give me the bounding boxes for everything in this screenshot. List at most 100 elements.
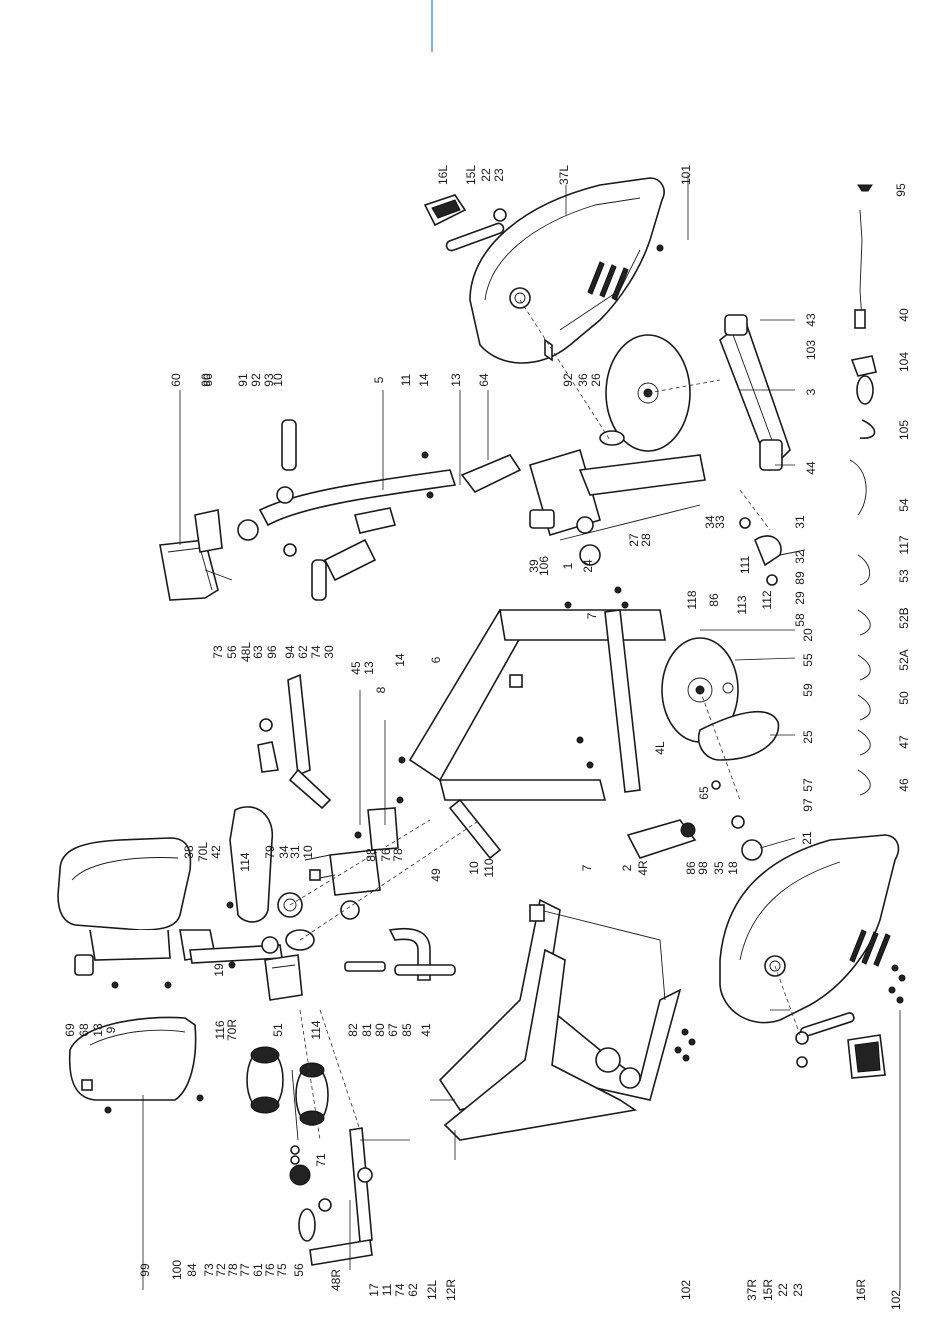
part-label: 13 xyxy=(449,373,463,387)
part-label: 45 xyxy=(349,661,363,675)
part-label: 76 xyxy=(263,1263,277,1277)
part-label: 44 xyxy=(804,461,818,475)
drive-assembly xyxy=(261,892,315,1001)
part-label: 58 xyxy=(793,613,807,627)
part-label: 77 xyxy=(238,1263,252,1277)
part-label: 111 xyxy=(738,556,752,575)
part-label: 1 xyxy=(561,562,575,569)
part-label: 4R xyxy=(636,860,650,876)
screws xyxy=(104,244,906,1114)
left-cover-37L xyxy=(469,177,665,364)
part-label: 5 xyxy=(372,376,386,383)
part-label: 14 xyxy=(417,373,431,387)
part-label: 73 xyxy=(202,1263,216,1277)
cables-column xyxy=(849,184,877,796)
part-label: 7 xyxy=(580,864,594,871)
part-label: 8 xyxy=(374,686,388,693)
part-label: 31 xyxy=(288,845,302,859)
part-label: 10 xyxy=(301,845,315,859)
part-label: 30 xyxy=(322,645,336,659)
part-label: 20 xyxy=(801,628,815,642)
part-label: 67 xyxy=(386,1023,400,1037)
part-label: 106 xyxy=(537,556,551,576)
part-label: 16L xyxy=(436,165,450,185)
part-label: 12L xyxy=(425,1280,439,1300)
pedal-assembly-73 xyxy=(246,1046,329,1186)
part-label: 98 xyxy=(696,861,710,875)
seat-back-70L xyxy=(229,806,273,923)
part-label: 27 xyxy=(627,533,641,547)
leader-lines xyxy=(142,175,901,1290)
part-label: 55 xyxy=(801,653,815,667)
alignment-lines xyxy=(289,299,801,1141)
part-label: 13 xyxy=(91,1023,105,1037)
part-label: 62 xyxy=(296,645,310,659)
part-label: 3 xyxy=(804,388,818,395)
part-label: 86 xyxy=(684,861,698,875)
support-41 xyxy=(344,928,456,981)
part-label: 89 xyxy=(793,571,807,585)
part-label: 91 xyxy=(236,373,250,387)
part-label: 48R xyxy=(329,1269,343,1291)
part-label: 84 xyxy=(185,1263,199,1277)
part-label: 97 xyxy=(801,798,815,812)
part-label: 9 xyxy=(104,1026,118,1033)
part-label: 85 xyxy=(400,1023,414,1037)
part-label: 4L xyxy=(653,741,667,755)
part-label: 23 xyxy=(791,1283,805,1297)
part-label: 56 xyxy=(292,1263,306,1277)
seat-cover-99 xyxy=(68,1016,197,1101)
part-label: 96 xyxy=(265,645,279,659)
part-label: 73 xyxy=(211,645,225,659)
seat-slider xyxy=(74,929,283,976)
part-label: 10 xyxy=(467,861,481,875)
part-label: 35 xyxy=(712,861,726,875)
part-label: 15L xyxy=(464,165,478,185)
part-label: 13 xyxy=(362,661,376,675)
part-label: 25 xyxy=(801,730,815,744)
disc-26 xyxy=(599,334,691,452)
frame-beam-3 xyxy=(719,314,791,472)
bracket-88 xyxy=(304,807,399,920)
part-label: 53 xyxy=(897,569,911,583)
part-label: 81 xyxy=(360,1023,374,1037)
belt-25 xyxy=(698,710,780,761)
bottle-holder-108 xyxy=(323,507,397,582)
part-label: 56 xyxy=(225,645,239,659)
part-label: 102 xyxy=(679,1280,693,1300)
part-label: 72 xyxy=(214,1263,228,1277)
part-label: 46 xyxy=(897,778,911,792)
part-label: 28 xyxy=(639,533,653,547)
brake-31 xyxy=(739,517,806,586)
part-label: 114 xyxy=(309,1020,323,1039)
part-label: 42 xyxy=(209,845,223,859)
part-label: 21 xyxy=(800,831,814,845)
part-label: 10 xyxy=(271,373,285,387)
part-label: 80 xyxy=(373,1023,387,1037)
pedal-crank-16L xyxy=(423,194,507,252)
part-label: 17 xyxy=(367,1283,381,1297)
part-label: 62 xyxy=(406,1283,420,1297)
part-label: 64 xyxy=(477,373,491,387)
part-64 xyxy=(460,454,522,494)
part-label: 66 xyxy=(201,373,215,387)
part-label: 78 xyxy=(391,848,405,862)
part-label: 60 xyxy=(169,373,183,387)
part-label: 14 xyxy=(393,653,407,667)
part-label: 103 xyxy=(804,340,818,360)
crank-2 xyxy=(626,819,697,859)
part-label: 31 xyxy=(793,515,807,529)
part-label: 41 xyxy=(419,1023,433,1037)
part-label: 99 xyxy=(138,1263,152,1277)
part-label: 70L xyxy=(196,842,210,862)
part-label: 63 xyxy=(251,645,265,659)
part-label: 23 xyxy=(492,168,506,182)
part-label: 39 xyxy=(527,559,541,573)
part-label: 100 xyxy=(170,1260,184,1280)
part-label: 34 xyxy=(703,515,717,529)
part-label: 69 xyxy=(63,1023,77,1037)
part-label: 50 xyxy=(897,691,911,705)
part-label: 11 xyxy=(399,373,413,386)
